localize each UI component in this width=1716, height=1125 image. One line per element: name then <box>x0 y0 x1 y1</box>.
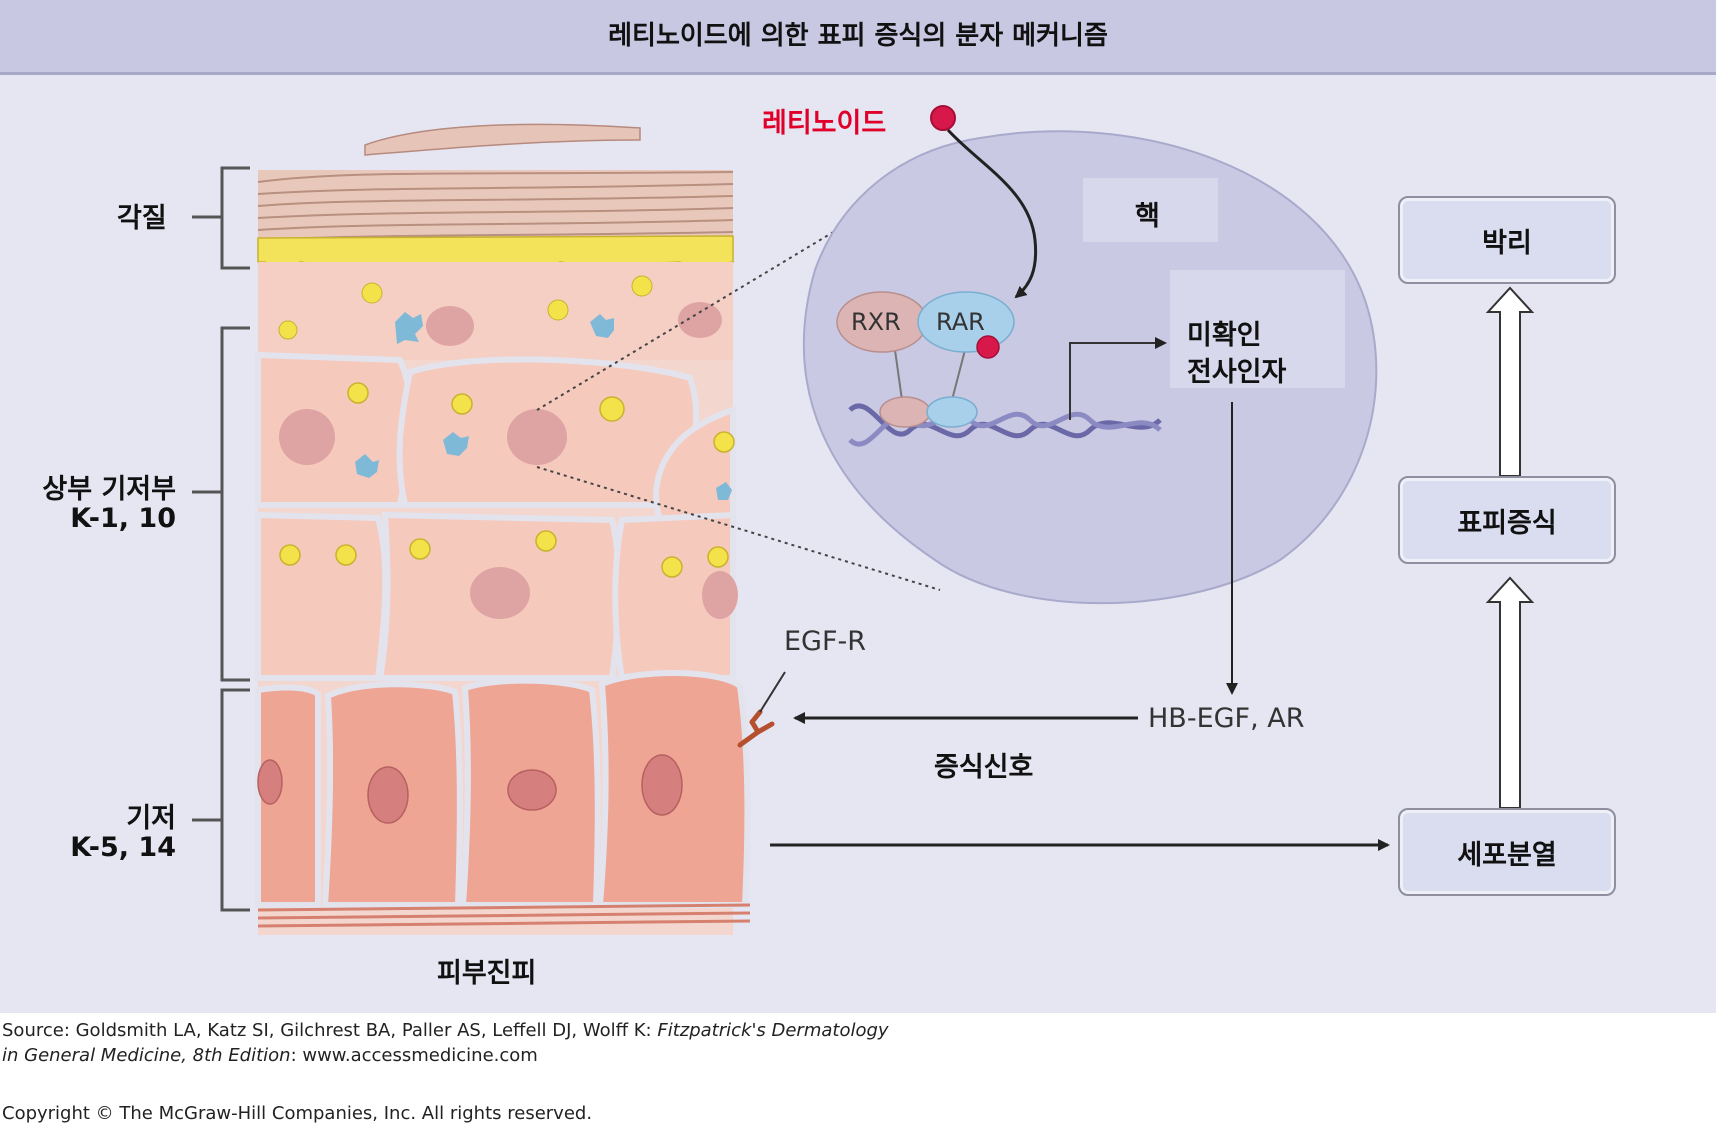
nucleus <box>802 130 1378 605</box>
label-retinoid: 레티노이드 <box>762 108 887 139</box>
label-ligands: HB-EGF, AR <box>1148 703 1305 734</box>
label-stratum-corneum: 각질 <box>117 203 167 234</box>
melanin-granules <box>355 432 732 500</box>
source-book-title: Fitzpatrick's Dermatology <box>657 1020 889 1041</box>
label-rar: RAR <box>936 308 985 336</box>
keratohyalin-granules <box>279 382 735 578</box>
source-url: : www.accessmedicine.com <box>290 1045 538 1066</box>
retinoid-entry-arrow <box>946 128 1038 299</box>
label-basal-2: K-5, 14 <box>70 832 176 863</box>
figure-title: 레티노이드에 의한 표피 증식의 분자 메커니즘 <box>608 21 1108 51</box>
source-citation-text: Source: Goldsmith LA, Katz SI, Gilchrest… <box>2 1020 658 1041</box>
granular-cells <box>258 262 733 360</box>
retinoid-molecule <box>930 105 956 131</box>
layer-brackets <box>192 166 250 912</box>
label-rxr: RXR <box>851 308 901 336</box>
up-arrow-division-to-hyperplasia <box>1485 576 1535 809</box>
outcome-flow-arrows <box>1485 286 1535 809</box>
box-cell-division: 세포분열 <box>1398 808 1616 896</box>
label-growth-signal: 증식신호 <box>934 752 1034 783</box>
egf-receptor-glyph <box>737 709 775 748</box>
spinous-cells <box>255 351 736 681</box>
stratum-corneum-layers <box>257 170 734 241</box>
label-unknown-factor-1: 미확인 <box>1187 320 1262 351</box>
label-nucleus: 핵 <box>1135 201 1160 232</box>
box-hyperplasia: 표피증식 <box>1398 476 1616 564</box>
label-unknown-factor-2: 전사인자 <box>1187 357 1287 388</box>
corneum-flake <box>364 123 641 156</box>
copyright-line: Copyright © The McGraw-Hill Companies, I… <box>2 1103 593 1124</box>
label-basal-1: 기저 <box>126 803 176 834</box>
transcription-arrow <box>1069 337 1167 420</box>
basal-nuclei <box>257 754 683 824</box>
basement-membrane <box>257 903 751 928</box>
receptor-dimer <box>836 291 1015 428</box>
label-egfr: EGF-R <box>784 626 867 657</box>
source-book-edition: in General Medicine, 8th Edition <box>2 1045 291 1066</box>
egfr-leader <box>759 671 786 713</box>
source-line-1: Source: Goldsmith LA, Katz SI, Gilchrest… <box>2 1020 889 1041</box>
skin-section <box>255 123 941 935</box>
spinous-nuclei <box>279 409 738 619</box>
title-bar <box>0 0 1716 75</box>
up-arrow-hyperplasia-to-detachment <box>1485 286 1535 477</box>
label-dermis: 피부진피 <box>437 958 537 989</box>
label-suprabasal-2: K-1, 10 <box>70 503 176 534</box>
source-line-2: in General Medicine, 8th Edition: www.ac… <box>2 1045 538 1066</box>
label-suprabasal-1: 상부 기저부 <box>42 474 176 505</box>
bound-retinoid <box>976 335 1000 359</box>
box-detachment: 박리 <box>1398 196 1616 284</box>
